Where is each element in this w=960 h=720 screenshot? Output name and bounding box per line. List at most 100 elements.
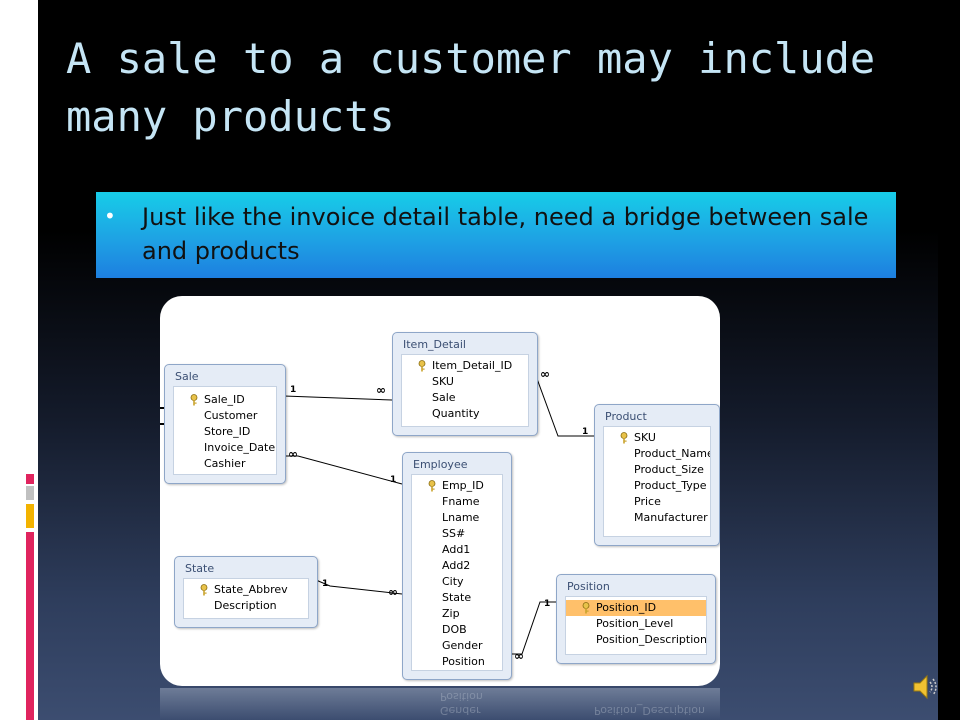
field-name: SKU xyxy=(432,375,454,388)
field-name: DOB xyxy=(442,623,467,636)
field-sku[interactable]: SKU xyxy=(604,430,710,446)
field-name: SS# xyxy=(442,527,466,540)
bullet-text: Just like the invoice detail table, need… xyxy=(142,203,869,265)
field-product-size[interactable]: Product_Size xyxy=(604,462,710,478)
field-city[interactable]: City xyxy=(412,574,502,590)
field-position-description[interactable]: Position_Description xyxy=(566,632,706,648)
cardinality-many: ∞ xyxy=(514,649,524,663)
field-name: Gender xyxy=(442,639,483,652)
field-add1[interactable]: Add1 xyxy=(412,542,502,558)
accent-bar-gray xyxy=(26,486,34,500)
field-lname[interactable]: Lname xyxy=(412,510,502,526)
field-product-name[interactable]: Product_Name xyxy=(604,446,710,462)
field-ss[interactable]: SS# xyxy=(412,526,502,542)
bullet-box xyxy=(96,192,896,278)
cardinality-many: ∞ xyxy=(388,585,398,599)
accent-bar-red-long xyxy=(26,532,34,720)
key-icon xyxy=(200,584,208,596)
cardinality-many: ∞ xyxy=(288,447,298,461)
key-icon xyxy=(418,360,426,372)
field-item-detail-id[interactable]: Item_Detail_ID xyxy=(402,358,528,374)
relationship-lines: 1∞1∞1∞1∞1∞ xyxy=(160,367,594,663)
field-position-id[interactable]: Position_ID xyxy=(566,600,706,616)
key-icon xyxy=(190,394,198,406)
field-add2[interactable]: Add2 xyxy=(412,558,502,574)
field-fname[interactable]: Fname xyxy=(412,494,502,510)
right-margin-strip xyxy=(938,0,960,720)
reflection-text-position-description: Position_Description xyxy=(594,704,705,717)
slide-title: A sale to a customer may include many pr… xyxy=(66,34,876,141)
field-name: Add1 xyxy=(442,543,471,556)
field-state[interactable]: State xyxy=(412,590,502,606)
field-name: Position_ID xyxy=(596,601,657,614)
field-sale[interactable]: Sale xyxy=(402,390,528,406)
field-name: Position_Description xyxy=(596,633,706,646)
field-name: Sale xyxy=(432,391,456,404)
field-name: State_Abbrev xyxy=(214,583,288,596)
field-name: Manufacturer xyxy=(634,511,708,524)
table-title: Sale xyxy=(175,370,199,383)
field-gender[interactable]: Gender xyxy=(412,638,502,654)
field-name: Description xyxy=(214,599,277,612)
relationship-line-position-employee[interactable] xyxy=(510,601,556,655)
cardinality-one: 1 xyxy=(322,579,328,589)
field-name: Lname xyxy=(442,511,480,524)
key-icon xyxy=(582,602,590,614)
table-title: Product xyxy=(605,410,647,423)
field-name: Emp_ID xyxy=(442,479,484,492)
table-title: Item_Detail xyxy=(403,338,466,351)
accent-bar-red xyxy=(26,474,34,484)
field-position-level[interactable]: Position_Level xyxy=(566,616,706,632)
cardinality-one: 1 xyxy=(390,475,396,485)
field-description[interactable]: Description xyxy=(184,598,308,614)
field-position[interactable]: Position xyxy=(412,654,502,670)
field-quantity[interactable]: Quantity xyxy=(402,406,528,422)
relationship-line-sale-item-detail[interactable] xyxy=(283,395,393,401)
cardinality-one: 1 xyxy=(544,599,550,609)
field-name: Sale_ID xyxy=(204,393,245,406)
field-name: Invoice_Date xyxy=(204,441,276,454)
relationship-line-product-item-detail[interactable] xyxy=(535,375,594,437)
field-price[interactable]: Price xyxy=(604,494,710,510)
cardinality-many: ∞ xyxy=(376,383,386,397)
field-name: Zip xyxy=(442,607,460,620)
field-name: Product_Size xyxy=(634,463,704,476)
relationship-line-employee-sale[interactable] xyxy=(284,455,403,485)
field-name: Product_Name xyxy=(634,447,710,460)
field-dob[interactable]: DOB xyxy=(412,622,502,638)
relationship-line-state-employee[interactable] xyxy=(315,579,403,595)
field-zip[interactable]: Zip xyxy=(412,606,502,622)
field-store-id[interactable]: Store_ID xyxy=(174,424,276,440)
speaker-icon[interactable] xyxy=(912,672,940,702)
field-product-type[interactable]: Product_Type xyxy=(604,478,710,494)
key-icon xyxy=(428,480,436,492)
field-cashier[interactable]: Cashier xyxy=(174,456,276,472)
field-sale-id[interactable]: Sale_ID xyxy=(174,392,276,408)
field-state-abbrev[interactable]: State_Abbrev xyxy=(184,582,308,598)
cardinality-one: 1 xyxy=(290,385,296,395)
field-name: Position_Level xyxy=(596,617,674,630)
field-name: Item_Detail_ID xyxy=(432,359,513,372)
field-sku[interactable]: SKU xyxy=(402,374,528,390)
field-customer[interactable]: Customer xyxy=(174,408,276,424)
table-title: State xyxy=(185,562,215,575)
field-emp-id[interactable]: Emp_ID xyxy=(412,478,502,494)
field-name: State xyxy=(442,591,472,604)
key-icon xyxy=(620,432,628,444)
field-name: City xyxy=(442,575,464,588)
field-invoice-date[interactable]: Invoice_Date xyxy=(174,440,276,456)
field-manufacturer[interactable]: Manufacturer xyxy=(604,510,710,526)
reflection-text-gender: Gender xyxy=(440,704,481,717)
